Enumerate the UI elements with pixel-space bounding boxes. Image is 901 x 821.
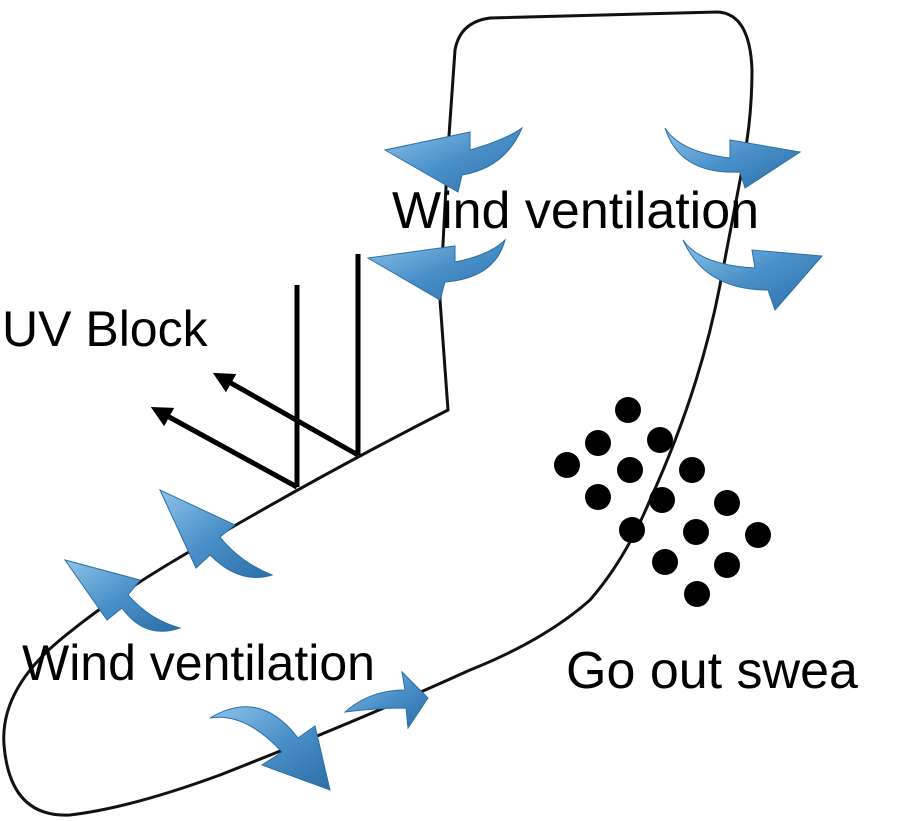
- dot-icon: [585, 484, 611, 510]
- uv-block-lines: [150, 254, 361, 490]
- dot-icon: [714, 490, 740, 516]
- curved-arrow-icon: [664, 127, 802, 189]
- dot-icon: [585, 430, 611, 456]
- dot-icon: [679, 457, 705, 483]
- curved-arrow-icon: [63, 559, 182, 632]
- dot-icon: [619, 517, 645, 543]
- dot-icon: [684, 581, 710, 607]
- dot-icon: [617, 457, 643, 483]
- curved-arrow-icon: [383, 126, 524, 193]
- sweat-label: Go out swea: [566, 642, 858, 700]
- sweat-dots: [554, 397, 771, 607]
- dot-icon: [647, 427, 673, 453]
- dot-icon: [683, 519, 709, 545]
- curved-arrow-icon: [209, 706, 331, 791]
- curved-arrow-icon: [158, 488, 274, 578]
- dot-icon: [649, 487, 675, 513]
- ventilation-arrows: [63, 126, 824, 791]
- curved-arrow-icon: [682, 239, 824, 311]
- dot-icon: [714, 552, 740, 578]
- top-ventilation-label: Wind ventilation: [392, 182, 759, 240]
- dot-icon: [615, 397, 641, 423]
- uv-block-label: UV Block: [2, 301, 209, 357]
- bottom-ventilation-label: Wind ventilation: [22, 635, 375, 691]
- dot-icon: [745, 522, 771, 548]
- dot-icon: [554, 452, 580, 478]
- arrow-icon: [150, 406, 299, 490]
- arrow-icon: [212, 372, 360, 458]
- dot-icon: [652, 549, 678, 575]
- curved-arrow-icon: [366, 238, 506, 301]
- curved-arrow-icon: [343, 670, 429, 730]
